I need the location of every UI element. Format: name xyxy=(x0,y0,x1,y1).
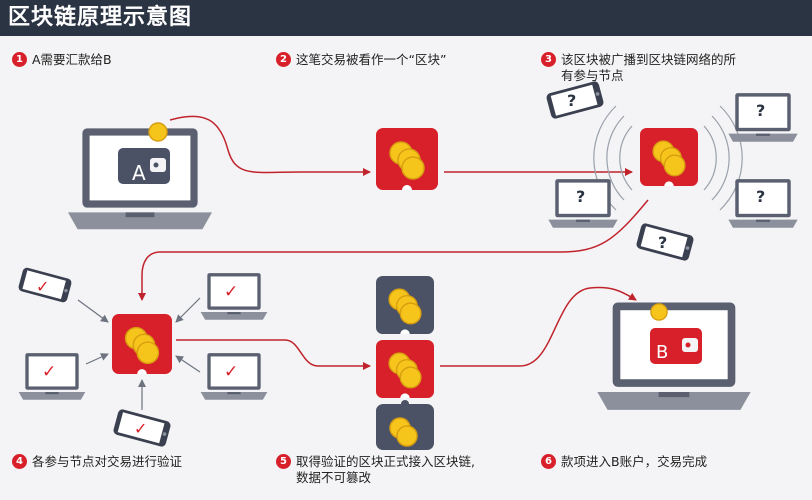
arrow-sender-to-block xyxy=(169,115,371,176)
step-4-text: 各参与节点对交易进行验证 xyxy=(32,454,183,469)
step-6-text: 款项进入B账户，交易完成 xyxy=(561,454,708,469)
question-mark-icon: ? xyxy=(756,101,765,120)
step-4-number: 4 xyxy=(12,454,27,469)
wallet-icon xyxy=(118,148,170,184)
step-3-number: 3 xyxy=(541,52,556,67)
step-5-text: 取得验证的区块正式接入区块链, 数据不可篡改 xyxy=(296,454,475,485)
step-5-number: 5 xyxy=(276,454,291,469)
step-5: 5 取得验证的区块正式接入区块链, 数据不可篡改 xyxy=(276,454,475,486)
transaction-block-icon xyxy=(376,128,438,190)
step-2-text: 这笔交易被看作一个“区块” xyxy=(296,52,447,67)
node-phone-bottom: ? xyxy=(635,222,695,262)
node-laptop-top-right: ? xyxy=(728,93,798,142)
question-mark-icon: ? xyxy=(756,187,765,206)
chain-block-next xyxy=(376,400,434,450)
sender-laptop: A xyxy=(68,122,212,230)
step-3-text: 该区块被广播到区块链网络的所 有参与节点 xyxy=(561,52,737,83)
step-6: 6 款项进入B账户，交易完成 xyxy=(541,454,707,470)
check-icon: ✓ xyxy=(36,277,49,296)
broadcast-block-icon xyxy=(640,128,698,186)
step-2-number: 2 xyxy=(276,52,291,67)
coin-icon xyxy=(148,122,168,142)
step-4: 4 各参与节点对交易进行验证 xyxy=(12,454,182,470)
verify-laptop-top-right: ✓ xyxy=(200,273,268,320)
step-3: 3 该区块被广播到区块链网络的所 有参与节点 xyxy=(541,52,736,84)
sender-label: A xyxy=(132,161,146,185)
check-icon: ✓ xyxy=(224,282,238,302)
verify-phone-bottom: ✓ xyxy=(112,408,172,448)
arrow-broadcast-to-verify xyxy=(138,199,649,301)
verify-phone-top-left: ✓ xyxy=(17,266,73,304)
question-mark-icon: ? xyxy=(576,187,585,206)
page-title: 区块链原理示意图 xyxy=(8,5,193,30)
arrow-chain-to-receiver xyxy=(440,286,637,367)
receiver-label: B xyxy=(656,342,668,363)
step-2: 2 这笔交易被看作一个“区块” xyxy=(276,52,446,68)
coin-icon xyxy=(650,303,668,321)
step-1: 1 A需要汇款给B xyxy=(12,52,112,68)
chain-block-new xyxy=(376,340,434,398)
title-bar: 区块链原理示意图 xyxy=(0,0,812,36)
node-laptop-right: ? xyxy=(728,179,798,228)
node-phone-top-left: ? xyxy=(545,80,605,120)
verify-block-icon xyxy=(112,314,172,374)
wallet-icon xyxy=(650,328,702,364)
receiver-laptop: B xyxy=(597,302,751,410)
step-1-text: A需要汇款给B xyxy=(32,52,112,67)
check-icon: ✓ xyxy=(224,362,238,382)
check-icon: ✓ xyxy=(134,419,147,438)
arrow-verify-to-chain xyxy=(176,339,371,370)
chain-block-previous xyxy=(376,276,434,334)
step-6-number: 6 xyxy=(541,454,556,469)
verify-laptop-left: ✓ xyxy=(18,353,86,400)
verify-arrows xyxy=(77,297,201,410)
step-1-number: 1 xyxy=(12,52,27,67)
check-icon: ✓ xyxy=(42,362,56,382)
blockchain-stack xyxy=(376,276,434,450)
question-mark-icon: ? xyxy=(567,91,576,110)
verify-laptop-right: ✓ xyxy=(200,353,268,400)
node-laptop-left: ? xyxy=(548,179,618,228)
question-mark-icon: ? xyxy=(658,233,667,252)
